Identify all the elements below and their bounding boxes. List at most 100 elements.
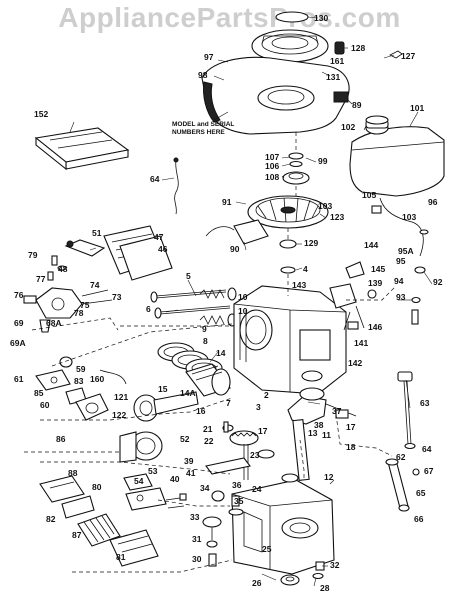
callout-82: 82 [46,514,56,524]
callout-68A: 68A [46,318,62,328]
callout-21: 21 [203,424,213,434]
callout-9: 9 [202,324,207,334]
muffler [119,431,163,463]
callout-17-left: 17 [258,426,268,436]
ground-wire [174,159,179,215]
model-serial-note-line1: MODEL and SERIAL [172,121,234,128]
callout-128: 128 [351,43,365,53]
oil-seal [280,574,300,586]
callout-102: 102 [341,122,355,132]
callout-13: 13 [308,428,318,438]
watermark: AppliancePartsPros.com [58,2,401,33]
callout-99: 99 [318,156,328,166]
flywheel [247,195,329,229]
callout-18: 18 [346,442,356,452]
air-cleaner-cover [109,529,159,567]
connecting-rod [133,391,199,422]
callout-69: 69 [14,318,24,328]
callout-69A: 69A [10,338,26,348]
callout-7: 7 [226,398,231,408]
callout-59: 59 [76,364,86,374]
callout-30: 30 [192,554,202,564]
callout-28: 28 [320,583,330,593]
callout-94: 94 [394,276,404,286]
spark-plug [64,239,106,257]
callout-88: 88 [68,468,78,478]
callout-10: 10 [238,306,248,316]
callout-25: 25 [262,544,272,554]
washer [289,160,303,168]
callout-161: 161 [330,56,344,66]
engine-base [231,479,335,575]
flywheel-key [279,239,297,249]
callout-105: 105 [362,190,376,200]
air-vane-governor [35,356,127,421]
governor-linkage [329,261,377,331]
callout-61: 61 [14,374,24,384]
callout-96: 96 [428,197,438,207]
starter-handle [334,41,345,55]
callout-46: 46 [158,244,168,254]
callout-139: 139 [368,278,382,288]
tappets [205,449,275,475]
callout-123: 123 [330,212,344,222]
callout-74: 74 [90,280,100,290]
callout-89: 89 [352,100,362,110]
callout-95A: 95A [398,246,414,256]
callout-11: 11 [322,430,331,440]
callout-97: 97 [204,52,214,62]
callout-34: 34 [200,483,210,493]
callout-129: 129 [304,238,318,248]
callout-31: 31 [192,534,202,544]
cylinder-block [233,285,347,395]
callout-26: 26 [252,578,262,588]
fuel-tank [349,115,445,197]
callout-47: 47 [154,232,164,242]
callout-63: 63 [420,398,430,408]
callout-6: 6 [146,304,151,314]
callout-39: 39 [184,456,194,466]
callout-121: 121 [114,392,128,402]
callout-76: 76 [14,290,24,300]
callout-86: 86 [56,434,66,444]
callout-48: 48 [58,264,68,274]
callout-14: 14 [216,348,226,358]
callout-73: 73 [112,292,122,302]
callout-64-right: 64 [422,444,432,454]
governor-gear [202,490,244,567]
spacer [288,152,304,160]
piston [185,363,231,397]
callout-32: 32 [330,560,340,570]
callout-83: 83 [74,376,84,386]
seal [281,473,299,483]
callout-101: 101 [410,103,424,113]
cylinder-head [103,225,173,281]
callout-77: 77 [36,274,46,284]
camshaft [222,421,259,480]
callout-36: 36 [232,480,242,490]
callout-127: 127 [401,51,415,61]
valves [150,289,231,319]
crankshaft [287,387,357,481]
callout-14A: 14A [180,388,196,398]
callout-107: 107 [265,152,279,162]
callout-15: 15 [158,384,168,394]
air-cleaner-assembly [39,475,159,567]
callout-141: 141 [354,338,368,348]
callout-160: 160 [90,374,104,384]
callout-16: 16 [196,406,206,416]
callout-130: 130 [314,13,328,23]
callout-87: 87 [72,530,82,540]
callout-64: 64 [150,174,160,184]
callout-85: 85 [34,388,44,398]
callout-79: 79 [28,250,38,260]
callout-35: 35 [234,496,244,506]
callout-106: 106 [265,161,279,171]
callout-122: 122 [112,410,126,420]
recoil-starter [251,29,329,63]
seal [280,266,296,274]
callout-54: 54 [134,476,144,486]
callout-67: 67 [424,466,434,476]
callout-103-top: 103 [318,201,332,211]
